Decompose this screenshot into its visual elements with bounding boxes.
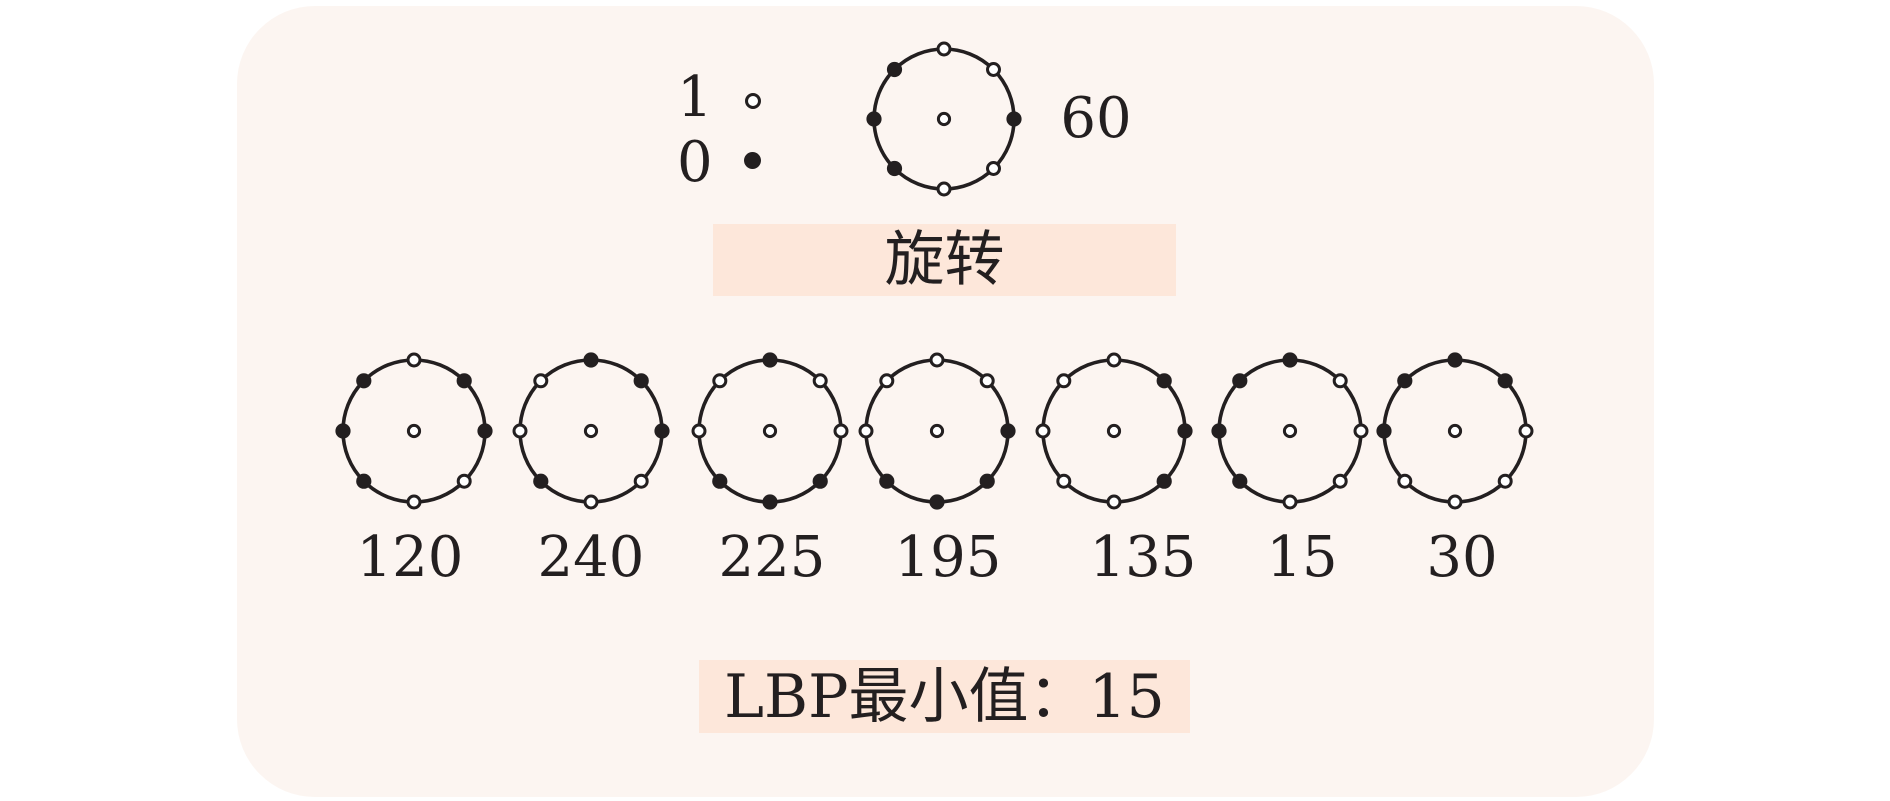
legend-zero-row: 0 (677, 135, 767, 191)
neighbour-bit-1-dot (1332, 373, 1348, 389)
neighbour-bit-0-dot (762, 494, 778, 510)
neighbour-bit-1-dot (879, 373, 895, 389)
legend-one-label: 1 (677, 65, 713, 130)
center-pixel-dot (1106, 423, 1122, 439)
neighbour-bit-0-dot (1006, 111, 1022, 127)
center-pixel-dot (936, 111, 952, 127)
neighbour-bit-0-dot (456, 373, 472, 389)
filled-dot-icon (744, 152, 761, 169)
rotation-caption: 旋转 (713, 224, 1176, 296)
neighbour-bit-0-dot (1156, 373, 1172, 389)
rotated-value-label: 225 (718, 525, 826, 590)
neighbour-bit-0-dot (886, 61, 903, 78)
neighbour-bit-0-dot (1232, 373, 1248, 389)
neighbour-bit-1-dot (1353, 423, 1369, 439)
neighbour-bit-1-dot (986, 62, 1001, 77)
neighbour-bit-1-dot (691, 423, 707, 439)
rotated-value-label: 15 (1266, 525, 1338, 590)
neighbour-bit-1-dot (979, 373, 995, 389)
neighbour-bit-1-dot (406, 352, 422, 368)
legend-zero-label: 0 (677, 130, 713, 195)
neighbour-bit-0-dot (762, 352, 778, 368)
neighbour-bit-0-dot (712, 473, 728, 489)
neighbour-bit-1-dot (812, 373, 828, 389)
neighbour-bit-0-dot (335, 423, 351, 439)
rotated-lbp-pattern (512, 352, 670, 510)
result-caption-text: LBP最小值：15 (724, 661, 1165, 732)
center-pixel-dot (1282, 423, 1298, 439)
neighbour-bit-1-dot (633, 473, 649, 489)
neighbour-bit-1-dot (1447, 494, 1463, 510)
neighbour-bit-0-dot (886, 160, 903, 177)
neighbour-bit-1-dot (533, 373, 549, 389)
neighbour-bit-0-dot (812, 473, 828, 489)
center-pixel-dot (583, 423, 599, 439)
neighbour-bit-0-dot (1000, 423, 1016, 439)
rotated-lbp-pattern (1211, 352, 1369, 510)
neighbour-bit-1-dot (936, 181, 952, 197)
neighbour-bit-0-dot (1232, 473, 1248, 489)
neighbour-bit-0-dot (633, 373, 649, 389)
neighbour-bit-1-dot (858, 423, 874, 439)
neighbour-bit-0-dot (533, 473, 549, 489)
rotation-caption-text: 旋转 (884, 225, 1005, 295)
center-pixel-dot (762, 423, 778, 439)
neighbour-bit-1-dot (986, 161, 1001, 176)
neighbour-bit-1-dot (583, 494, 599, 510)
neighbour-bit-0-dot (1282, 352, 1298, 368)
center-pixel-dot (406, 423, 422, 439)
neighbour-bit-1-dot (1518, 423, 1534, 439)
neighbour-bit-0-dot (583, 352, 599, 368)
neighbour-bit-0-dot (979, 473, 995, 489)
neighbour-bit-1-dot (1282, 494, 1298, 510)
rotated-value-label: 30 (1426, 525, 1498, 590)
rotated-value-label: 135 (1089, 525, 1197, 590)
rotated-lbp-pattern (1376, 352, 1534, 510)
neighbour-bit-0-dot (356, 473, 372, 489)
neighbour-bit-1-dot (512, 423, 528, 439)
hollow-dot-icon (745, 93, 761, 109)
result-caption: LBP最小值：15 (699, 660, 1190, 733)
neighbour-bit-0-dot (929, 494, 945, 510)
neighbour-bit-1-dot (1106, 494, 1122, 510)
neighbour-bit-1-dot (1106, 352, 1122, 368)
neighbour-bit-0-dot (1447, 352, 1463, 368)
neighbour-bit-0-dot (1397, 373, 1413, 389)
rotated-value-label: 195 (894, 525, 1002, 590)
neighbour-bit-1-dot (1497, 473, 1513, 489)
neighbour-bit-1-dot (936, 41, 952, 57)
neighbour-bit-0-dot (654, 423, 670, 439)
rotated-lbp-pattern (335, 352, 493, 510)
source-value-label: 60 (1060, 86, 1132, 151)
neighbour-bit-1-dot (1056, 473, 1072, 489)
neighbour-bit-0-dot (1497, 373, 1513, 389)
neighbour-bit-1-dot (1035, 423, 1051, 439)
rotated-lbp-pattern (691, 352, 849, 510)
neighbour-bit-1-dot (456, 473, 472, 489)
neighbour-bit-1-dot (406, 494, 422, 510)
center-pixel-dot (1447, 423, 1463, 439)
neighbour-bit-0-dot (1211, 423, 1227, 439)
center-pixel-dot (929, 423, 945, 439)
neighbour-bit-1-dot (712, 373, 728, 389)
neighbour-bit-1-dot (929, 352, 945, 368)
rotated-value-label: 240 (537, 525, 645, 590)
neighbour-bit-1-dot (1397, 473, 1413, 489)
neighbour-bit-0-dot (879, 473, 895, 489)
neighbour-bit-1-dot (1056, 373, 1072, 389)
neighbour-bit-1-dot (833, 423, 849, 439)
rotated-lbp-pattern (858, 352, 1016, 510)
neighbour-bit-0-dot (1156, 473, 1172, 489)
neighbour-bit-0-dot (1177, 423, 1193, 439)
neighbour-bit-0-dot (477, 423, 493, 439)
source-lbp-pattern (866, 41, 1022, 197)
rotated-lbp-pattern (1035, 352, 1193, 510)
neighbour-bit-0-dot (356, 373, 372, 389)
rotated-value-label: 120 (356, 525, 464, 590)
neighbour-bit-0-dot (1376, 423, 1392, 439)
legend-one-row: 1 (677, 70, 767, 126)
neighbour-bit-0-dot (866, 111, 882, 127)
neighbour-bit-1-dot (1332, 473, 1348, 489)
